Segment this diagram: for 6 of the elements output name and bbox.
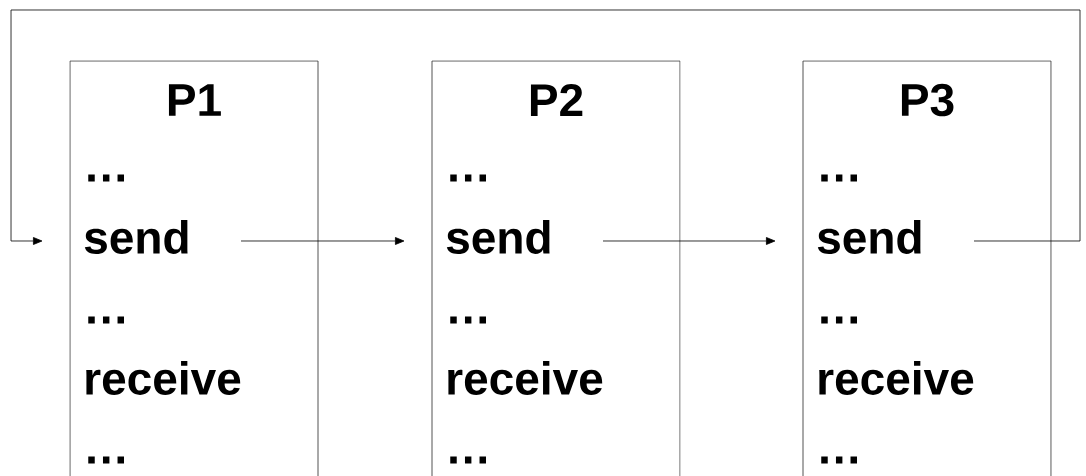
arrow — [602, 237, 776, 245]
process-box: P3 … send … receive … — [802, 60, 1052, 476]
arrow — [240, 237, 405, 245]
arrow — [10, 9, 1081, 245]
process-box: P1 … send … receive … — [69, 60, 319, 476]
process-box: P2 … send … receive … — [431, 60, 681, 476]
